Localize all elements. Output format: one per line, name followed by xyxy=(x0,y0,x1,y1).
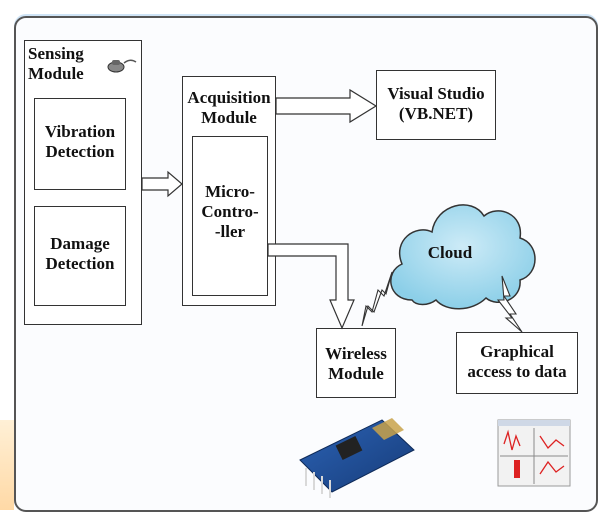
arrow-acquisition-to-visual-studio xyxy=(275,88,378,124)
graph-thumbnail-image xyxy=(497,419,571,487)
microcontroller-box xyxy=(192,136,268,296)
wireless-link-lightning-right xyxy=(496,275,523,333)
damage-detection-label: Damage Detection xyxy=(45,234,115,273)
sensor-icon xyxy=(104,54,138,76)
graphical-access-label: Graphical access to data xyxy=(467,342,567,381)
vibration-detection-label: Vibration Detection xyxy=(44,122,116,161)
wireless-board-image xyxy=(299,418,415,498)
sensing-module-title: Sensing Module xyxy=(28,44,84,83)
acquisition-module-title: Acquisition Module xyxy=(187,88,271,127)
decorative-side-bar xyxy=(0,420,14,510)
arrow-sensing-to-acquisition xyxy=(141,170,183,198)
vibration-detection-box xyxy=(34,98,126,190)
cloud-shape xyxy=(390,204,536,310)
wireless-module-box xyxy=(316,328,396,398)
wireless-module-label: Wireless Module xyxy=(325,344,387,383)
visual-studio-box xyxy=(376,70,496,140)
microcontroller-label: Micro- Contro- -ller xyxy=(201,182,259,241)
arrow-micro-to-wireless xyxy=(267,243,355,330)
wireless-link-lightning-left xyxy=(361,271,393,327)
visual-studio-label: Visual Studio (VB.NET) xyxy=(387,84,485,123)
damage-detection-box xyxy=(34,206,126,306)
graphical-access-box xyxy=(456,332,578,394)
cloud-label: Cloud xyxy=(428,243,473,262)
